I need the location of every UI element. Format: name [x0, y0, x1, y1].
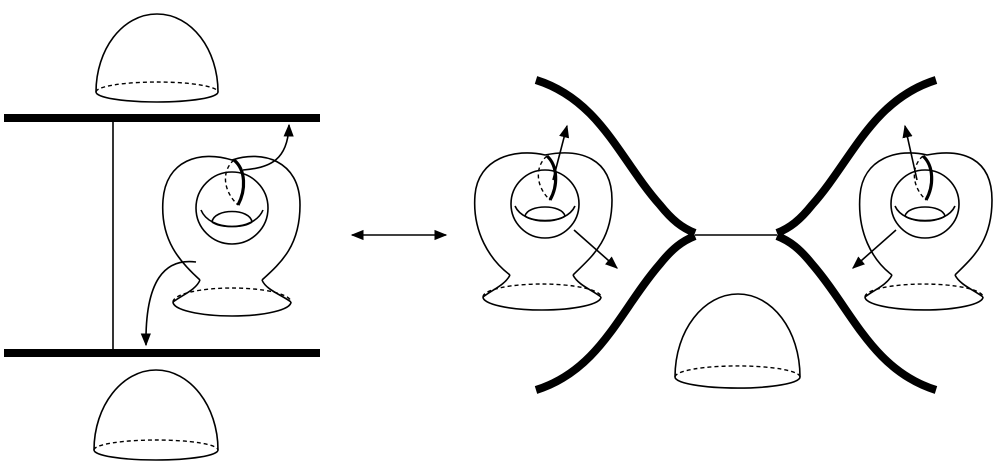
cap-bottom-icon — [93, 369, 219, 461]
x-junction-thick-curves-icon — [534, 76, 938, 394]
surface-left-icon — [473, 124, 618, 311]
cap-middle-icon — [674, 293, 801, 389]
left-panel — [4, 13, 320, 461]
surface-right-icon — [852, 124, 993, 311]
surface-left-panel-icon — [140, 123, 301, 347]
right-panel — [473, 76, 993, 394]
cap-top-icon — [95, 13, 219, 103]
